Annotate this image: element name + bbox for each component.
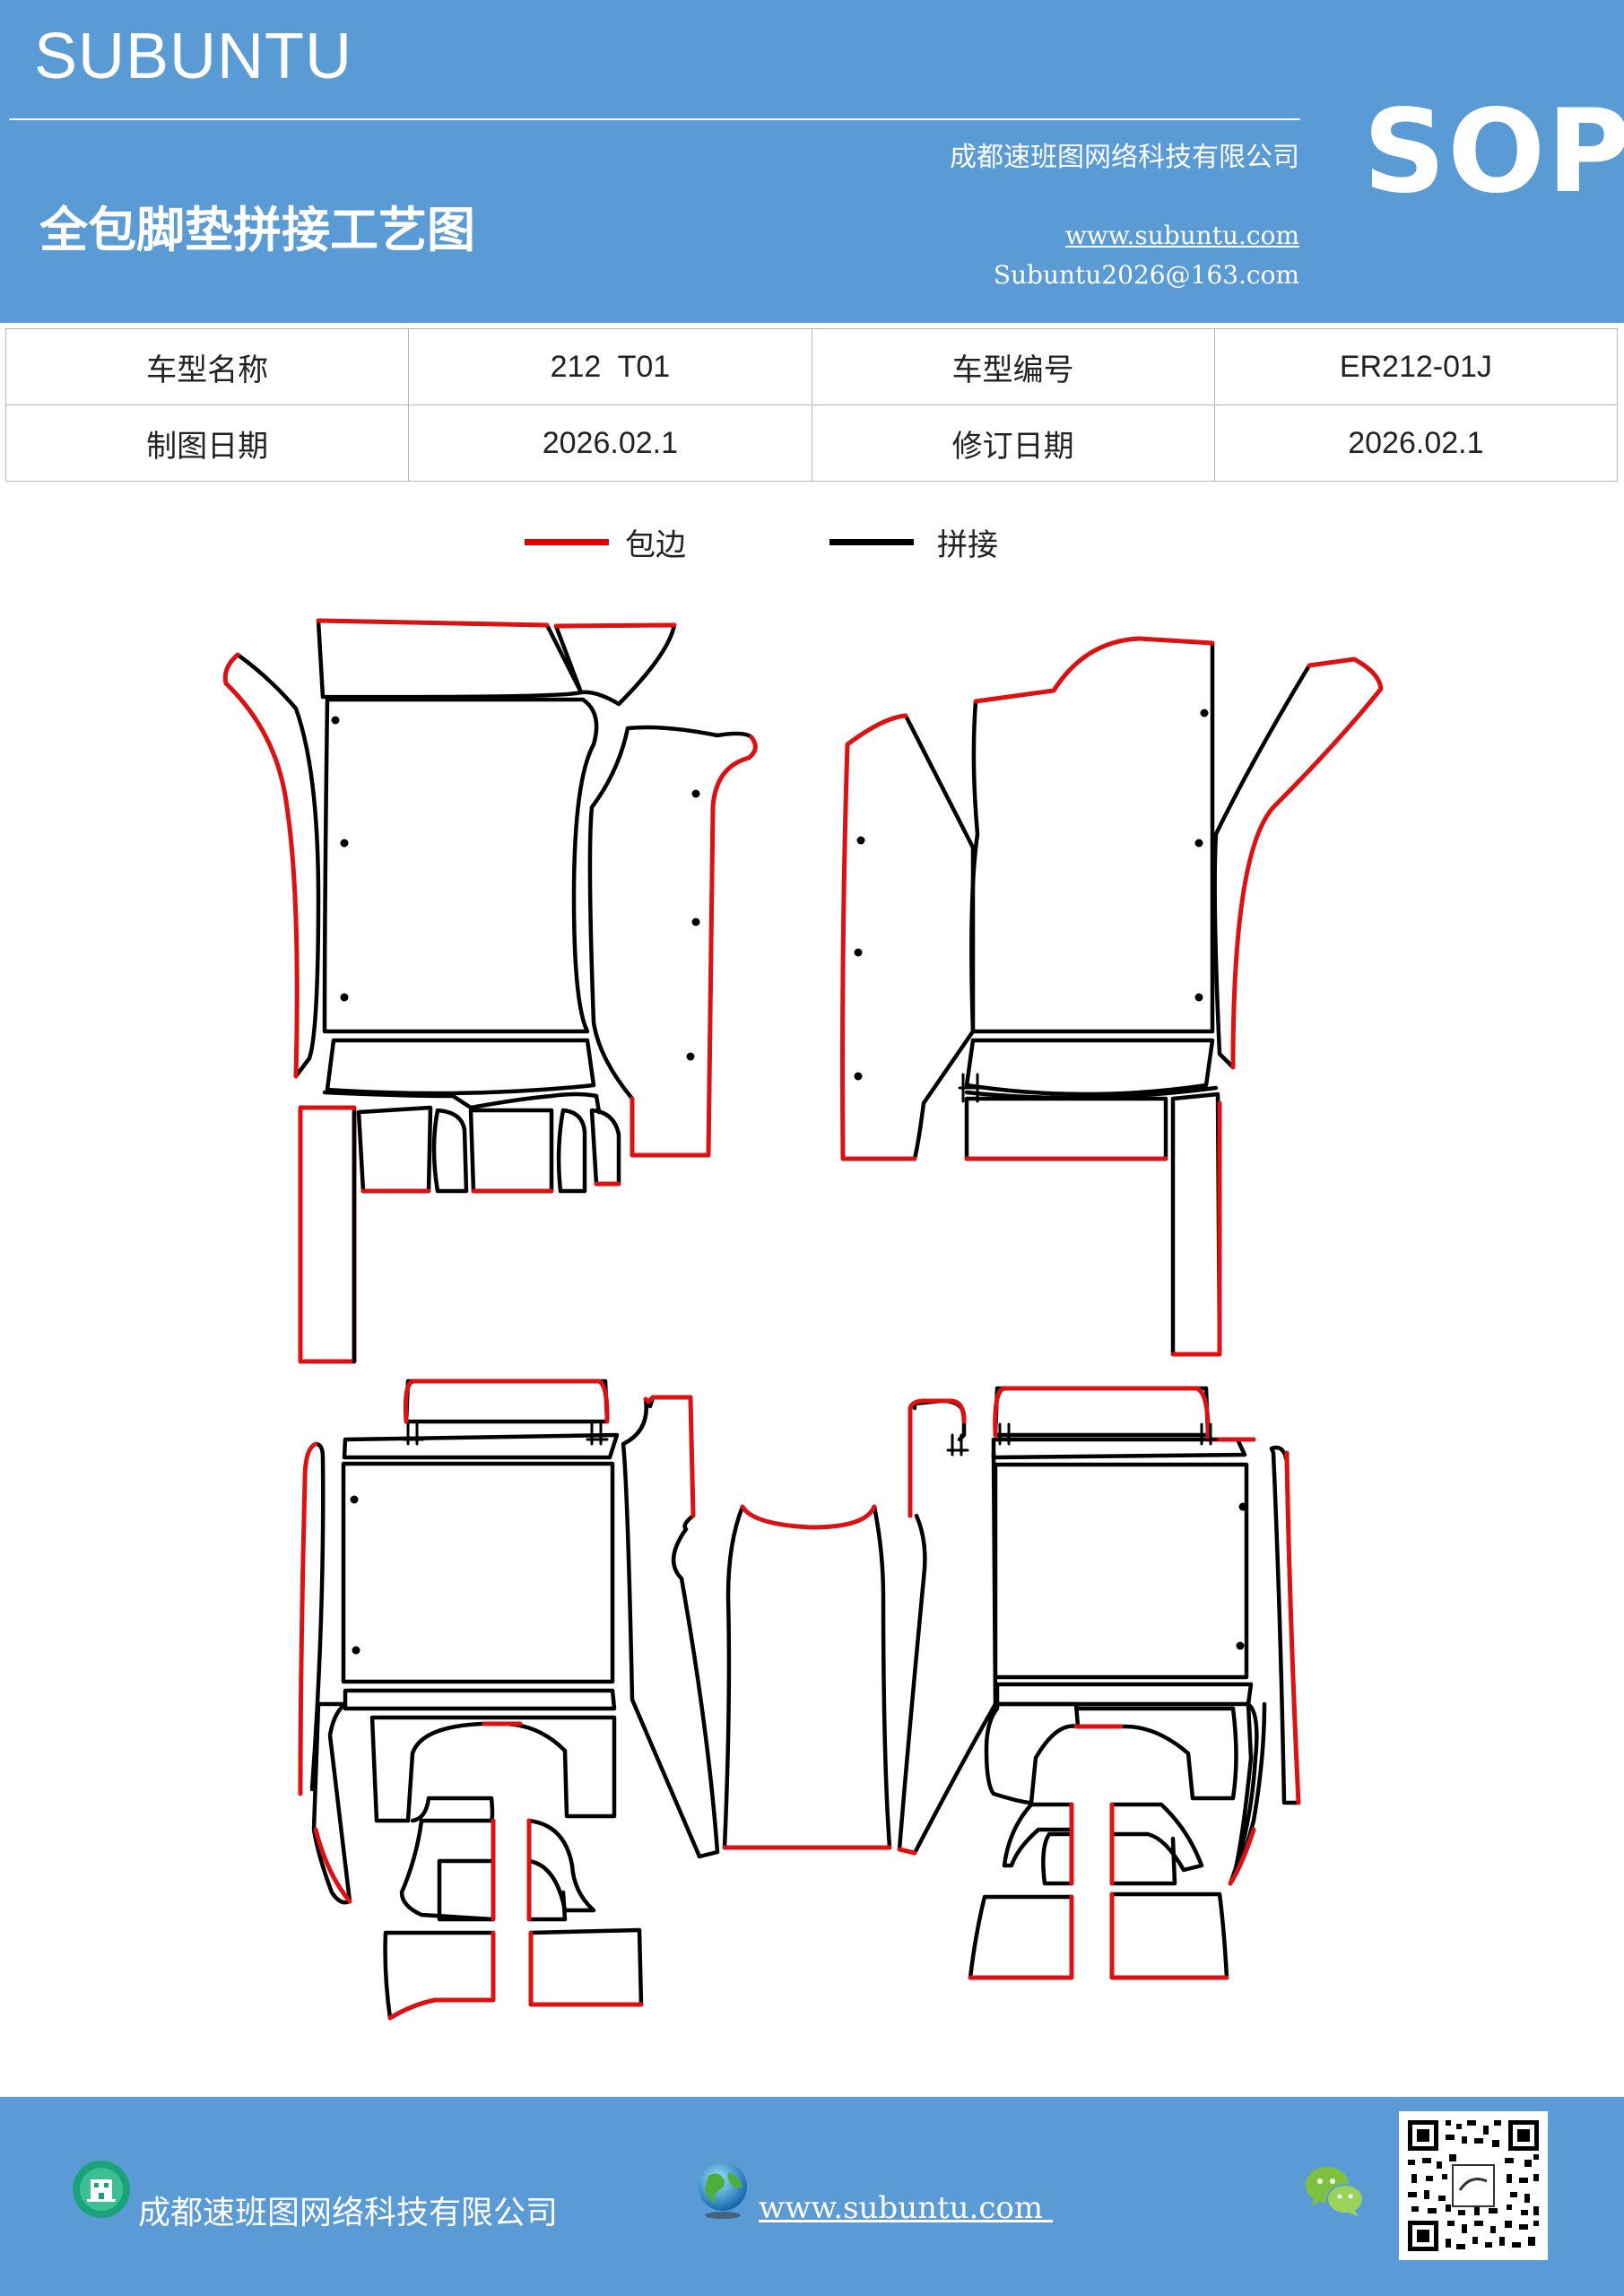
website-link[interactable]: www.subuntu.com <box>1064 221 1299 250</box>
legend-splice-swatch <box>829 539 914 545</box>
globe-icon <box>699 2162 747 2219</box>
building-icon <box>73 2161 130 2218</box>
table-row: 车型名称 212 T01 车型编号 ER212-01J <box>4 328 1619 405</box>
footer-company-name: 成都速班图网络科技有限公司 <box>138 2195 559 2231</box>
model-code-value: ER212-01J <box>1213 328 1619 405</box>
legend-edge-label: 包边 <box>625 527 686 563</box>
center-tunnel-mat <box>722 1504 892 1850</box>
draw-date-value: 2026.02.1 <box>408 404 812 482</box>
model-code-label: 车型编号 <box>811 328 1215 405</box>
page-title: 全包脚垫拼接工艺图 <box>39 201 475 258</box>
qr-code <box>1399 2111 1548 2260</box>
floor-mat-diagram <box>222 618 1384 2021</box>
brand-name: SUBUNTU <box>34 21 353 92</box>
header-divider <box>9 118 1300 120</box>
model-name-value: 212 T01 <box>408 328 812 405</box>
legend: 包边 拼接 <box>525 520 1027 574</box>
vehicle-info-table: 车型名称 212 T01 车型编号 ER212-01J 制图日期 2026.02… <box>4 328 1619 482</box>
footer-banner: 成都速班图网络科技有限公司 www.subuntu.com <box>0 2097 1624 2296</box>
sop-badge: SOP <box>1363 85 1624 219</box>
legend-edge-swatch <box>525 539 609 545</box>
footer-website-link[interactable]: www.subuntu.com <box>759 2190 1053 2226</box>
header-banner: SUBUNTU 成都速班图网络科技有限公司 全包脚垫拼接工艺图 www.subu… <box>0 0 1624 323</box>
company-name: 成都速班图网络科技有限公司 <box>950 142 1299 173</box>
front-right-mat <box>840 636 1384 1357</box>
email-address: Subuntu2026@163.com <box>993 260 1299 290</box>
front-left-mat <box>222 618 758 1364</box>
draw-date-label: 制图日期 <box>4 404 410 482</box>
rear-left-mat <box>298 1378 720 2021</box>
wechat-icon <box>1306 2167 1364 2217</box>
legend-splice-label: 拼接 <box>937 527 998 563</box>
rear-right-mat <box>897 1386 1301 1980</box>
table-row: 制图日期 2026.02.1 修订日期 2026.02.1 <box>4 404 1619 482</box>
revise-date-label: 修订日期 <box>811 404 1215 482</box>
model-name-label: 车型名称 <box>4 328 410 405</box>
revise-date-value: 2026.02.1 <box>1213 404 1619 482</box>
